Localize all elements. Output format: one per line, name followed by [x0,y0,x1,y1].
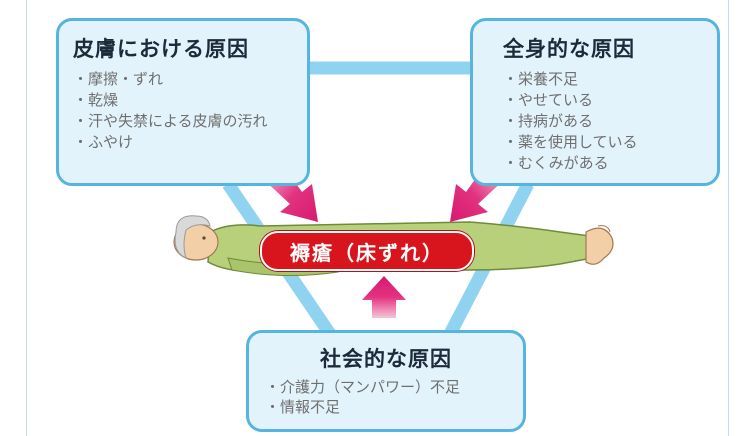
social-causes-title: 社会的な原因 [320,347,452,371]
skin-causes-title: 皮膚における原因 [73,37,249,61]
list-item: ・介護力（マンパワー）不足 [265,378,461,396]
list-item: ・薬を使用している [503,133,638,151]
frame-left-border [26,0,27,436]
frame-right-border [728,0,729,436]
list-item: ・持病がある [503,112,594,130]
list-item: ・乾燥 [73,91,119,109]
social-causes-box: 社会的な原因 ・介護力（マンパワー）不足 ・情報不足 [246,330,526,432]
systemic-causes-list: ・栄養不足 ・やせている ・持病がある ・薬を使用している ・むくみがある [503,69,717,174]
social-causes-list: ・介護力（マンパワー）不足 ・情報不足 [265,377,523,417]
systemic-causes-box: 全身的な原因 ・栄養不足 ・やせている ・持病がある ・薬を使用している ・むく… [470,18,720,186]
list-item: ・汗や失禁による皮膚の汚れ [73,112,268,130]
systemic-causes-title: 全身的な原因 [503,37,635,61]
center-label-text: 褥瘡（床ずれ） [290,240,444,265]
list-item: ・情報不足 [265,398,341,416]
list-item: ・ふやけ [73,133,134,151]
skin-causes-list: ・摩擦・ずれ ・乾燥 ・汗や失禁による皮膚の汚れ ・ふやけ [73,69,307,153]
skin-causes-box: 皮膚における原因 ・摩擦・ずれ ・乾燥 ・汗や失禁による皮膚の汚れ ・ふやけ [56,18,310,186]
list-item: ・摩擦・ずれ [73,70,164,88]
list-item: ・むくみがある [503,154,609,172]
list-item: ・やせている [503,91,594,109]
pressure-ulcer-label: 褥瘡（床ずれ） [260,231,474,271]
arrow-up-icon [362,276,406,318]
list-item: ・栄養不足 [503,70,579,88]
